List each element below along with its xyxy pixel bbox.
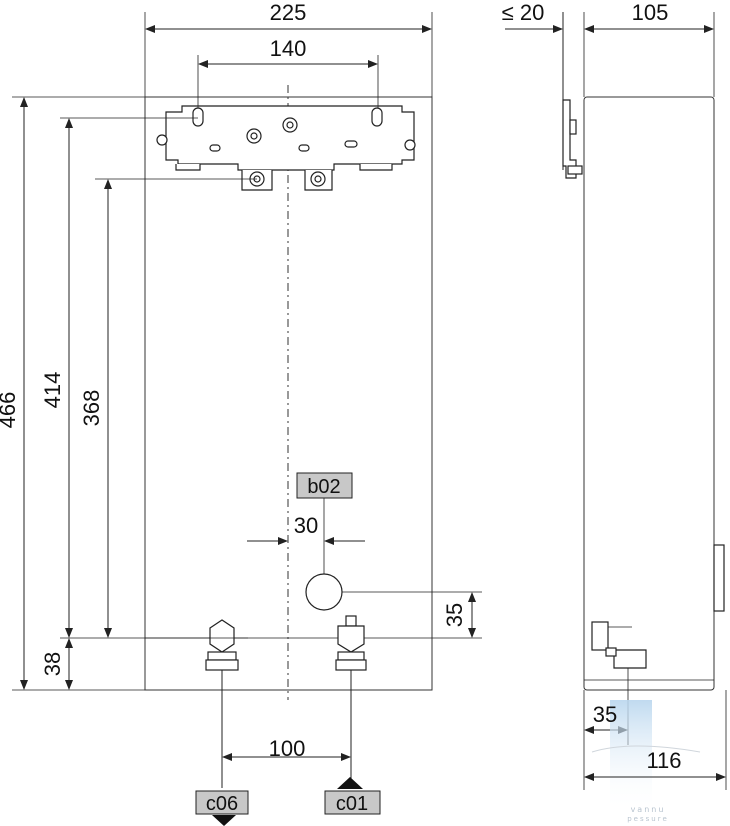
tag-c06-box [195, 790, 249, 815]
dim-bottom-38: 38 [40, 652, 65, 676]
tag-c06-label: c06 [206, 793, 238, 815]
bracket-slot-left [192, 107, 204, 127]
tag-c01-label: c01 [336, 793, 368, 815]
outlet-arrow-icon [212, 815, 236, 826]
dim-height-466: 466 [0, 392, 20, 429]
dim-wall-gap: ≤ 20 [502, 0, 545, 25]
tag-b02-box [296, 472, 353, 499]
dim-depth-105: 105 [632, 0, 669, 25]
side-view: vannu pessure ≤ 20 105 35 116 [502, 0, 727, 823]
dim-pipes-100: 100 [269, 736, 306, 761]
dim-offset-30: 30 [294, 513, 318, 538]
dim-bracket-140: 140 [270, 36, 307, 61]
mounting-bracket [156, 105, 416, 191]
watermark-text-2: pessure [627, 815, 669, 823]
dim-total-depth-116: 116 [646, 748, 681, 773]
watermark-band [610, 700, 652, 812]
dim-width-225: 225 [270, 0, 307, 25]
dim-height-414: 414 [40, 372, 65, 409]
side-fitting-upper [591, 621, 609, 651]
dim-hole-35: 35 [442, 603, 467, 627]
side-fitting-lower [613, 649, 647, 669]
dim-height-368: 368 [79, 390, 104, 427]
connection-fitting-left [205, 619, 239, 671]
cable-entry-hole [305, 573, 343, 611]
connection-fitting-right [335, 615, 367, 671]
appliance-body-side [583, 96, 715, 691]
watermark-arc [591, 745, 701, 753]
inlet-arrow-icon [337, 777, 363, 789]
control-knob [713, 544, 725, 612]
watermark-text: vannu [631, 805, 666, 814]
tag-c01-box [324, 790, 381, 815]
front-view: 225 140 466 414 368 38 30 35 100 b02 c06… [0, 0, 482, 826]
tag-b02-label: b02 [307, 476, 340, 498]
dim-pipe-offset-35: 35 [593, 702, 617, 727]
bracket-slot-right [371, 107, 383, 127]
